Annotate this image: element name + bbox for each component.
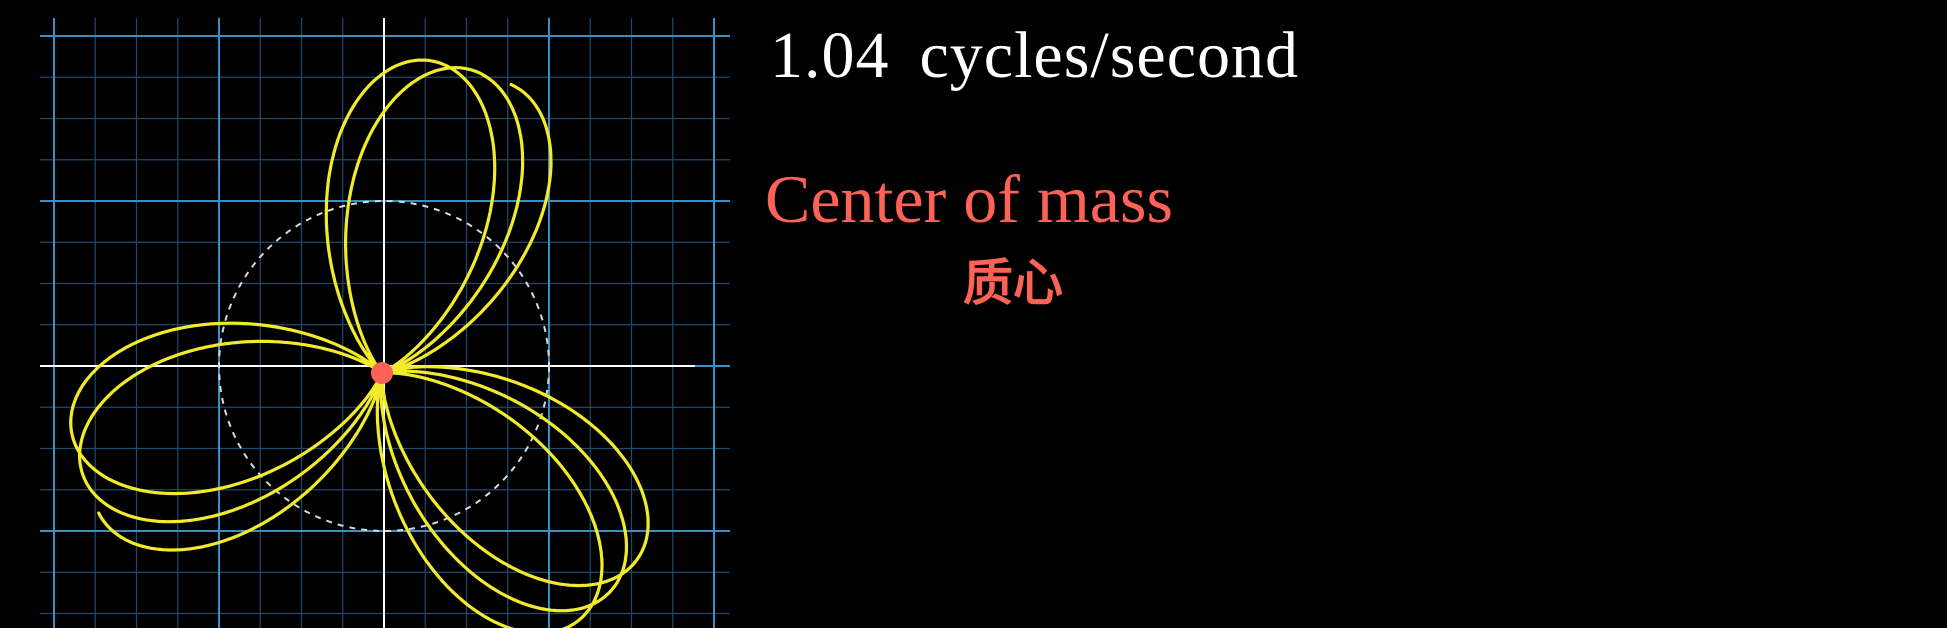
winding-curve [69, 58, 650, 628]
frequency-unit: cycles/second [919, 19, 1300, 92]
frequency-readout: 1.04 cycles/second [770, 18, 1299, 94]
unit-circle-dashed [218, 200, 550, 532]
winding-plot [40, 18, 730, 628]
frequency-value: 1.04 [770, 19, 890, 92]
center-of-mass-label-chinese: 质心 [963, 254, 1063, 312]
center-of-mass-dot [371, 362, 393, 384]
center-of-mass-label: Center of mass [765, 161, 1173, 237]
